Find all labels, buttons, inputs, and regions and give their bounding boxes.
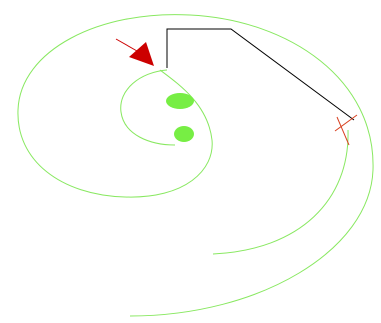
cross-marker-icon <box>334 114 358 146</box>
arrow-icon <box>115 38 154 66</box>
arrow-shaft <box>115 38 138 52</box>
lower-oval <box>174 126 194 142</box>
upper-oval <box>166 93 194 109</box>
cross-stroke-a <box>336 116 350 146</box>
outer-spiral <box>17 14 374 317</box>
arrow-head <box>129 42 154 66</box>
cross-stroke-b <box>334 114 358 132</box>
inner-spiral <box>120 69 349 255</box>
guide-polyline <box>166 28 355 121</box>
